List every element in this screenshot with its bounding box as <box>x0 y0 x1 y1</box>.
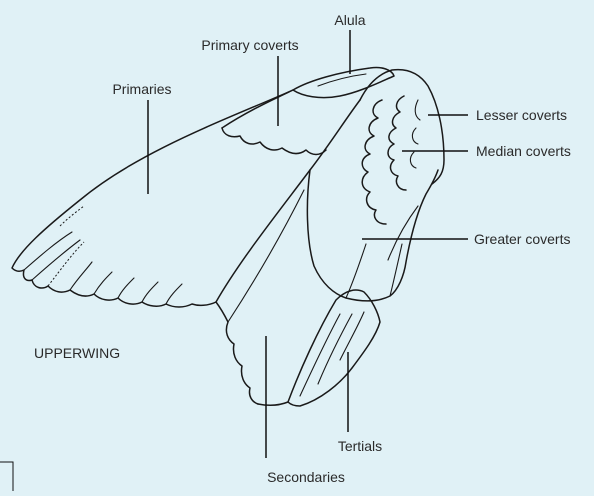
primaries-outline <box>12 90 293 307</box>
primary-coverts-upper-edge <box>222 90 293 128</box>
alula-feather-line <box>318 74 366 86</box>
primaries-feather-line <box>70 262 92 290</box>
median-coverts-scallops-inner <box>388 96 406 190</box>
tertials-label: Tertials <box>338 438 382 454</box>
greater-coverts-outline <box>307 170 438 301</box>
labels: Alula Primary coverts Primaries Lesser c… <box>34 12 571 485</box>
primaries-feather-line <box>60 206 84 226</box>
upperwing-label: UPPERWING <box>34 345 120 361</box>
secondaries-outline <box>216 302 258 404</box>
primary-coverts-lower-edge <box>222 128 326 155</box>
alula-outline <box>293 67 394 97</box>
primaries-feather-line <box>142 282 158 302</box>
secondaries-inner-line <box>228 190 304 322</box>
tertials-feather-line <box>340 312 364 360</box>
lesser-coverts-feather-line <box>410 152 416 168</box>
primaries-feather-line <box>48 242 84 286</box>
primaries-feather-line <box>32 240 80 280</box>
greater-coverts-label: Greater coverts <box>474 231 570 247</box>
secondaries-label: Secondaries <box>267 469 345 485</box>
leader-lines <box>148 30 468 458</box>
primary-coverts-label: Primary coverts <box>201 37 298 53</box>
alula-label: Alula <box>334 12 365 28</box>
tertials-feather-line <box>300 314 340 396</box>
lesser-coverts-feather-line <box>415 100 420 120</box>
greater-coverts-feather-line <box>388 206 418 260</box>
lesser-coverts-outline <box>360 70 444 184</box>
primaries-feather-line <box>118 278 134 298</box>
secondaries-leading-line <box>216 100 360 302</box>
lesser-coverts-label: Lesser coverts <box>476 107 567 123</box>
lesser-coverts-feather-line <box>412 128 418 144</box>
primaries-feather-line <box>166 284 182 304</box>
corner-bracket <box>0 462 13 491</box>
primaries-label: Primaries <box>112 81 171 97</box>
median-coverts-scallops <box>362 100 386 224</box>
secondaries-bottom-edge <box>258 402 288 405</box>
primaries-feather-line <box>24 232 72 270</box>
primaries-feather-line <box>94 272 112 294</box>
median-coverts-label: Median coverts <box>476 143 571 159</box>
